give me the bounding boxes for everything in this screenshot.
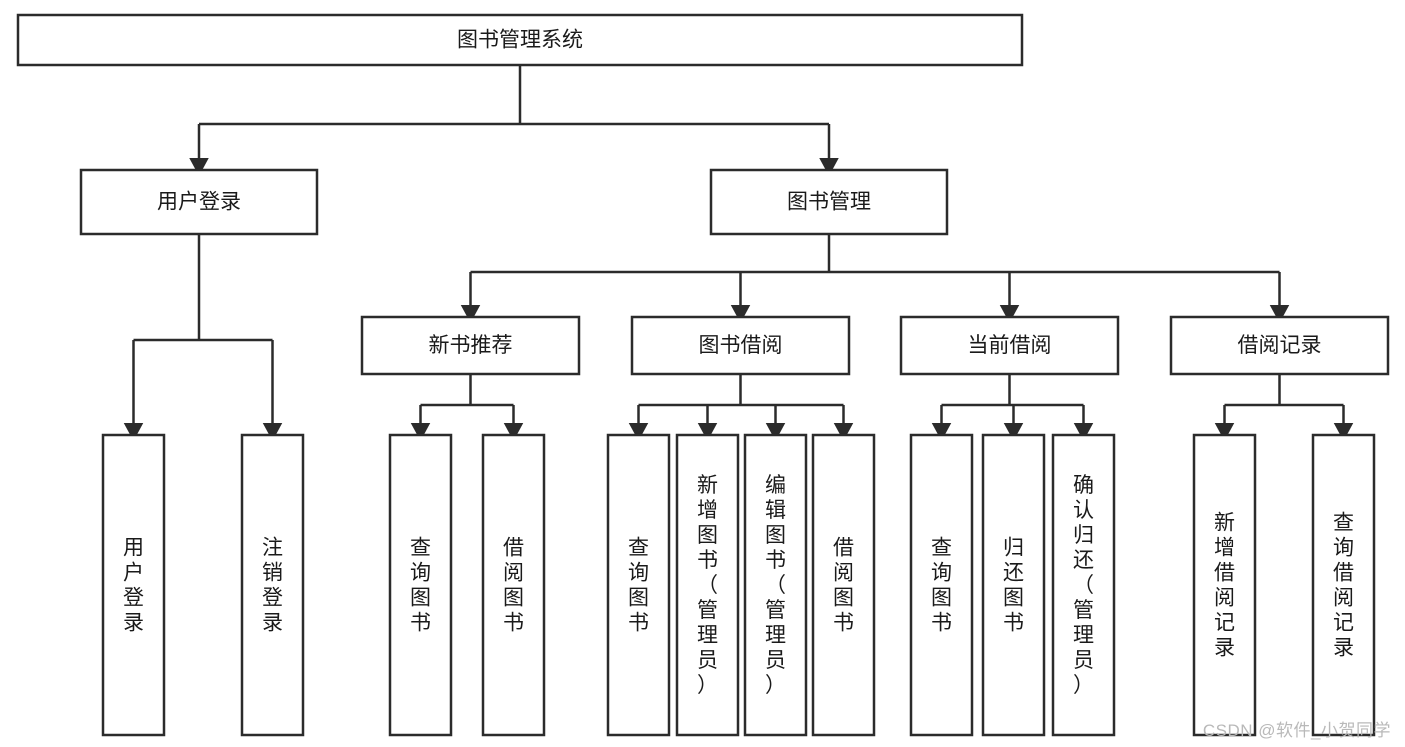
- node-label: 归还图书: [1003, 537, 1024, 635]
- node-leaf-borrow-book-1[interactable]: 借阅图书: [481, 433, 546, 737]
- node-box[interactable]: [743, 433, 808, 737]
- node-current-borrow[interactable]: 当前借阅: [899, 315, 1120, 376]
- node-box[interactable]: [709, 168, 949, 236]
- node-leaf-confirm-return[interactable]: 确认归还（管理员）: [1051, 433, 1116, 737]
- node-book-borrow[interactable]: 图书借阅: [630, 315, 851, 376]
- node-label: 新书推荐: [429, 334, 513, 357]
- node-label: 借阅图书: [833, 537, 854, 635]
- node-label: 图书借阅: [699, 334, 783, 357]
- connector-lines: [123, 65, 1354, 442]
- node-label: 查询图书: [628, 537, 649, 635]
- node-box[interactable]: [981, 433, 1046, 737]
- node-boxes: 图书管理系统用户登录图书管理新书推荐图书借阅当前借阅借阅记录用户登录注销登录查询…: [16, 13, 1390, 737]
- node-box[interactable]: [909, 433, 974, 737]
- node-box[interactable]: [606, 433, 671, 737]
- node-label: 查询借阅记录: [1333, 512, 1354, 660]
- node-label: 当前借阅: [968, 334, 1052, 357]
- node-leaf-borrow-book-2[interactable]: 借阅图书: [811, 433, 876, 737]
- node-box[interactable]: [79, 168, 319, 236]
- node-box[interactable]: [1311, 433, 1376, 737]
- node-label: 新增借阅记录: [1214, 512, 1235, 660]
- node-leaf-edit-book[interactable]: 编辑图书（管理员）: [743, 433, 808, 737]
- node-root[interactable]: 图书管理系统: [16, 13, 1024, 67]
- node-box[interactable]: [1169, 315, 1390, 376]
- node-leaf-add-record[interactable]: 新增借阅记录: [1192, 433, 1257, 737]
- node-box[interactable]: [1051, 433, 1116, 737]
- node-label: 查询图书: [931, 537, 952, 635]
- node-book-manage[interactable]: 图书管理: [709, 168, 949, 236]
- node-box[interactable]: [388, 433, 453, 737]
- node-label: 确认归还（管理员）: [1073, 474, 1094, 697]
- node-leaf-query-book-3[interactable]: 查询图书: [909, 433, 974, 737]
- node-leaf-add-book[interactable]: 新增图书（管理员）: [675, 433, 740, 737]
- node-box[interactable]: [101, 433, 166, 737]
- node-new-book-rec[interactable]: 新书推荐: [360, 315, 581, 376]
- node-leaf-logout[interactable]: 注销登录: [240, 433, 305, 737]
- node-leaf-query-book-2[interactable]: 查询图书: [606, 433, 671, 737]
- node-box[interactable]: [360, 315, 581, 376]
- node-label: 编辑图书（管理员）: [765, 474, 786, 697]
- node-leaf-query-book-1[interactable]: 查询图书: [388, 433, 453, 737]
- node-box[interactable]: [630, 315, 851, 376]
- node-label: 用户登录: [123, 537, 144, 635]
- node-label: 图书管理: [787, 191, 871, 214]
- node-label: 查询图书: [410, 537, 431, 635]
- node-leaf-user-login[interactable]: 用户登录: [101, 433, 166, 737]
- node-leaf-query-record[interactable]: 查询借阅记录: [1311, 433, 1376, 737]
- node-box[interactable]: [240, 433, 305, 737]
- node-leaf-return-book[interactable]: 归还图书: [981, 433, 1046, 737]
- node-label: 新增图书（管理员）: [697, 474, 718, 697]
- node-label: 借阅图书: [503, 537, 524, 635]
- node-box[interactable]: [16, 13, 1024, 67]
- node-user-login[interactable]: 用户登录: [79, 168, 319, 236]
- node-borrow-record[interactable]: 借阅记录: [1169, 315, 1390, 376]
- node-box[interactable]: [481, 433, 546, 737]
- node-box[interactable]: [811, 433, 876, 737]
- node-label: 用户登录: [157, 191, 241, 214]
- csdn-watermark: CSDN @软件_小贺同学: [1202, 721, 1391, 740]
- node-box[interactable]: [675, 433, 740, 737]
- node-label: 借阅记录: [1238, 334, 1322, 357]
- node-label: 图书管理系统: [457, 29, 583, 52]
- node-box[interactable]: [899, 315, 1120, 376]
- node-label: 注销登录: [262, 537, 283, 635]
- node-box[interactable]: [1192, 433, 1257, 737]
